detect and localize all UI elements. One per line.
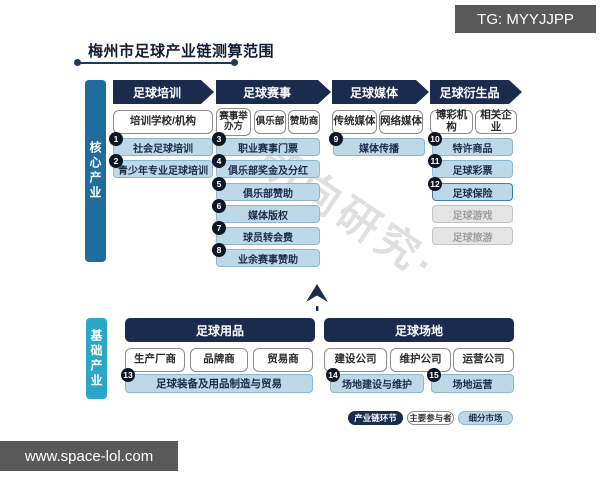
segment-number-badge: 4 <box>212 154 226 168</box>
segment-number-badge: 12 <box>428 177 442 191</box>
segment-label: 场地运营 <box>452 380 493 391</box>
participant-manufacturer: 生产厂商 <box>125 348 185 372</box>
participant-trader: 贸易商 <box>253 348 313 372</box>
segment-label: 媒体传播 <box>359 143 399 155</box>
segment-equipment-manufacturing-trade: 13 足球装备及用品制造与贸易 <box>121 368 313 393</box>
segment-label: 足球游戏 <box>452 210 493 222</box>
participant-lottery-agency: 博彩机构 <box>430 110 473 134</box>
segment-label: 职业赛事门票 <box>238 143 298 155</box>
segment-label: 足球装备及用品制造与贸易 <box>156 378 282 390</box>
segment-label: 俱乐部奖金及分红 <box>228 165 308 177</box>
segment-pro-match-tickets: 3 职业赛事门票 <box>212 132 320 156</box>
participant-maintenance-company: 维护公司 <box>390 348 451 372</box>
segment-number-badge: 8 <box>212 243 226 257</box>
segment-label: 场地建设与维护 <box>342 380 412 391</box>
legend-market-segment: 细分市场 <box>458 411 513 425</box>
segment-label: 媒体版权 <box>248 210 288 222</box>
segment-label: 球员转会费 <box>243 232 293 244</box>
segment-number-badge: 13 <box>121 368 135 382</box>
title-dot-right <box>231 59 238 66</box>
segment-venue-operation: 15 场地运营 <box>427 368 514 393</box>
segment-label: 青少年专业足球培训 <box>118 165 208 177</box>
segment-youth-football-training: 2 青少年专业足球培训 <box>109 154 213 178</box>
segment-number-badge: 5 <box>212 177 226 191</box>
legend-chain-link: 产业链环节 <box>348 411 403 425</box>
tg-watermark: TG: MYYJJPP <box>455 5 596 33</box>
participant-related-company: 相关企业 <box>475 110 517 134</box>
participant-online-media: 网络媒体 <box>379 110 423 134</box>
chain-header-training: 足球培训 <box>113 80 214 104</box>
segment-label: 特许商品 <box>452 143 493 155</box>
chain-header-matches: 足球赛事 <box>216 80 331 104</box>
segment-venue-construction-maintenance: 14 场地建设与维护 <box>326 368 424 393</box>
chain-header-derivatives: 足球衍生品 <box>430 80 522 104</box>
participant-club: 俱乐部 <box>254 110 286 134</box>
legend-main-participant: 主要参与者 <box>407 411 454 425</box>
segment-football-games-disabled: 足球游戏 <box>432 205 513 223</box>
participant-brand: 品牌商 <box>190 348 248 372</box>
participant-training-school: 培训学校/机构 <box>113 110 213 134</box>
segment-player-transfer-fees: 7 球员转会费 <box>212 221 320 245</box>
segment-number-badge: 10 <box>428 132 442 146</box>
segment-number-badge: 7 <box>212 221 226 235</box>
segment-label: 社会足球培训 <box>133 143 193 155</box>
segment-licensed-goods: 10 特许商品 <box>428 132 513 156</box>
group-header-football-venues: 足球场地 <box>324 318 514 342</box>
segment-football-tourism-disabled: 足球旅游 <box>432 227 513 245</box>
segment-social-football-training: 1 社会足球培训 <box>109 132 213 156</box>
segment-number-badge: 9 <box>329 132 343 146</box>
segment-number-badge: 2 <box>109 154 123 168</box>
segment-label: 业余赛事赞助 <box>238 254 298 266</box>
segment-number-badge: 11 <box>428 154 442 168</box>
segment-club-sponsorship: 5 俱乐部赞助 <box>212 177 320 201</box>
up-arrow-icon <box>306 284 328 311</box>
segment-number-badge: 14 <box>326 368 340 382</box>
segment-label: 足球保险 <box>452 188 493 200</box>
title-underline <box>78 62 235 64</box>
segment-label: 俱乐部赞助 <box>243 188 293 200</box>
segment-number-badge: 3 <box>212 132 226 146</box>
segment-label: 足球旅游 <box>452 232 493 244</box>
segment-number-badge: 1 <box>109 132 123 146</box>
participant-event-organizer: 赛事举办方 <box>216 108 251 136</box>
chain-header-media: 足球媒体 <box>332 80 429 104</box>
participant-traditional-media: 传统媒体 <box>332 110 377 134</box>
url-watermark: www.space-lol.com <box>0 441 178 471</box>
segment-media-rights: 6 媒体版权 <box>212 199 320 223</box>
segment-number-badge: 15 <box>427 368 441 382</box>
segment-label: 足球彩票 <box>452 165 493 177</box>
segment-football-lottery: 11 足球彩票 <box>428 154 513 178</box>
title-dot-left <box>74 59 81 66</box>
segment-club-prize-dividends: 4 俱乐部奖金及分红 <box>212 154 320 178</box>
segment-amateur-event-sponsorship: 8 业余赛事赞助 <box>212 243 320 267</box>
core-industry-side-bar: 核心产业 <box>85 80 106 262</box>
participant-sponsor: 赞助商 <box>288 110 320 134</box>
page-title: 梅州市足球产业链测算范围 <box>88 43 275 60</box>
segment-media-broadcast: 9 媒体传播 <box>329 132 425 156</box>
segment-football-insurance: 12 足球保险 <box>428 177 513 201</box>
segment-number-badge: 6 <box>212 199 226 213</box>
participant-operating-company: 运营公司 <box>453 348 514 372</box>
group-header-football-goods: 足球用品 <box>125 318 315 342</box>
base-industry-side-bar: 基础产业 <box>86 318 107 399</box>
